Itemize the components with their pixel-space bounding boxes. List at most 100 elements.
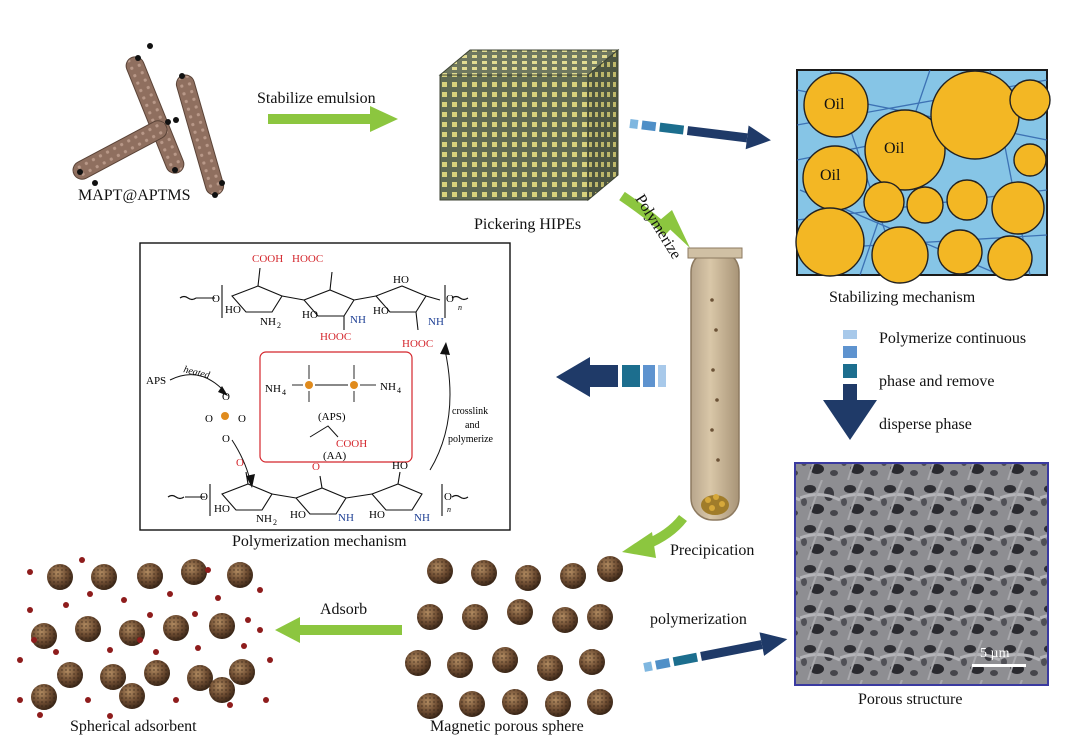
o-rad-1: O bbox=[222, 391, 230, 403]
adsorbed-dot bbox=[87, 591, 93, 597]
o-red-1: O bbox=[236, 457, 244, 469]
porous-sphere-texture bbox=[209, 613, 235, 639]
adsorbed-dot bbox=[31, 637, 37, 643]
nh4-right: NH bbox=[380, 381, 396, 393]
precipication-arrow bbox=[622, 514, 687, 558]
emulsion-box bbox=[795, 69, 1051, 284]
ho-top-3: HO bbox=[393, 274, 409, 286]
dashed-arrow-to-mechanism bbox=[629, 119, 771, 150]
adsorbed-dot bbox=[167, 591, 173, 597]
spherical-adsorbent-cluster bbox=[17, 557, 273, 719]
adsorbed-dot bbox=[27, 569, 33, 575]
oil-label-1: Oil bbox=[824, 96, 845, 113]
cooh-aa: COOH bbox=[336, 438, 367, 450]
porous-sphere-texture bbox=[471, 560, 497, 586]
porous-sphere-texture bbox=[417, 693, 443, 719]
adsorbed-dot bbox=[63, 602, 69, 608]
ho-top-1: HO bbox=[225, 304, 241, 316]
porous-sphere-texture bbox=[492, 647, 518, 673]
porous-sphere-texture bbox=[91, 564, 117, 590]
adsorbed-dot bbox=[53, 649, 59, 655]
adsorbed-dot bbox=[17, 657, 23, 663]
ho-bot-2: HO bbox=[214, 503, 230, 515]
pickering-label: Pickering HIPEs bbox=[474, 216, 582, 233]
o-rad-2: O bbox=[222, 433, 230, 445]
porous-sphere-texture bbox=[447, 652, 473, 678]
porous-sphere-texture bbox=[459, 691, 485, 717]
adsorbed-dot bbox=[107, 713, 113, 719]
o-bot-1: O bbox=[200, 491, 208, 503]
nh4-left: NH bbox=[265, 383, 281, 395]
porous-sphere-texture bbox=[597, 556, 623, 582]
adsorbed-dot bbox=[257, 627, 263, 633]
n-sub-top: n bbox=[458, 303, 462, 312]
ho-top-4: HO bbox=[373, 305, 389, 317]
porous-sphere-texture bbox=[31, 623, 57, 649]
porous-sphere-texture bbox=[209, 677, 235, 703]
nh-top-1: NH bbox=[350, 314, 366, 326]
porous-sphere-texture bbox=[227, 562, 253, 588]
adsorbed-dot bbox=[27, 607, 33, 613]
adsorbed-dot bbox=[227, 702, 233, 708]
adsorbed-dot bbox=[257, 587, 263, 593]
nh2-bot-sub: 2 bbox=[273, 518, 277, 527]
adsorb-arrow bbox=[275, 617, 402, 643]
step-line-1: Polymerize continuous bbox=[879, 330, 1027, 347]
porous-sphere-texture bbox=[181, 559, 207, 585]
nh2-top-sub: 2 bbox=[277, 321, 281, 330]
ho-bot-4: HO bbox=[369, 509, 385, 521]
o-rad-3: O bbox=[205, 413, 213, 425]
adsorbed-dot bbox=[241, 643, 247, 649]
stabilizing-mechanism-label: Stabilizing mechanism bbox=[829, 289, 976, 306]
nh4-right-sub: 4 bbox=[397, 386, 401, 395]
pickering-cube bbox=[438, 48, 620, 202]
nh-bot-2: NH bbox=[414, 512, 430, 524]
nh-top-2: NH bbox=[428, 316, 444, 328]
o-top-1: O bbox=[212, 293, 220, 305]
mechanism-box: COOH HOOC HO HO HO HO NH 2 NH NH HOOC HO… bbox=[139, 242, 511, 531]
aps-paren: (APS) bbox=[318, 411, 346, 423]
polymerize-arrow bbox=[619, 191, 690, 248]
sem-image bbox=[794, 462, 1049, 686]
ho-bot-3: HO bbox=[290, 509, 306, 521]
porous-sphere-texture bbox=[427, 558, 453, 584]
porous-sphere-texture bbox=[587, 689, 613, 715]
polymerization-mechanism-label: Polymerization mechanism bbox=[232, 533, 407, 550]
adsorbed-dot bbox=[173, 697, 179, 703]
left-dashed-arrow bbox=[556, 357, 666, 397]
ho-bot-1: HO bbox=[392, 460, 408, 472]
step-arrow bbox=[823, 330, 877, 440]
nh2-bot: NH bbox=[256, 513, 272, 525]
porous-sphere-texture bbox=[100, 664, 126, 690]
porous-sphere-texture bbox=[75, 616, 101, 642]
adsorbed-dot bbox=[147, 612, 153, 618]
adsorbed-dot bbox=[153, 649, 159, 655]
porous-sphere-texture bbox=[144, 660, 170, 686]
hooc-top: HOOC bbox=[292, 253, 323, 265]
nh2-top: NH bbox=[260, 316, 276, 328]
adsorbed-dot bbox=[107, 647, 113, 653]
mapt-label: MAPT@APTMS bbox=[78, 187, 191, 204]
porous-sphere-texture bbox=[579, 649, 605, 675]
adsorbed-dot bbox=[263, 697, 269, 703]
o-red-2: O bbox=[312, 461, 320, 473]
adsorbed-dot bbox=[205, 567, 211, 573]
magnetic-sphere-label: Magnetic porous sphere bbox=[430, 718, 584, 735]
adsorbed-dot bbox=[192, 611, 198, 617]
adsorbed-dot bbox=[121, 597, 127, 603]
crosslink-2: and bbox=[465, 420, 479, 431]
nh-bot-1: NH bbox=[338, 512, 354, 524]
cooh-top: COOH bbox=[252, 253, 283, 265]
adsorbed-dot bbox=[17, 697, 23, 703]
porous-sphere-texture bbox=[137, 563, 163, 589]
adsorbed-dot bbox=[267, 657, 273, 663]
aps-label: APS bbox=[146, 375, 166, 387]
test-tube bbox=[687, 247, 743, 521]
adsorbed-dot bbox=[137, 637, 143, 643]
adsorb-label: Adsorb bbox=[320, 601, 368, 618]
porous-sphere-texture bbox=[552, 607, 578, 633]
porous-structure-label: Porous structure bbox=[858, 691, 963, 708]
step-line-2: phase and remove bbox=[879, 373, 995, 390]
hooc-bottom-1: HOOC bbox=[320, 331, 351, 343]
oil-label-2: Oil bbox=[884, 140, 905, 157]
